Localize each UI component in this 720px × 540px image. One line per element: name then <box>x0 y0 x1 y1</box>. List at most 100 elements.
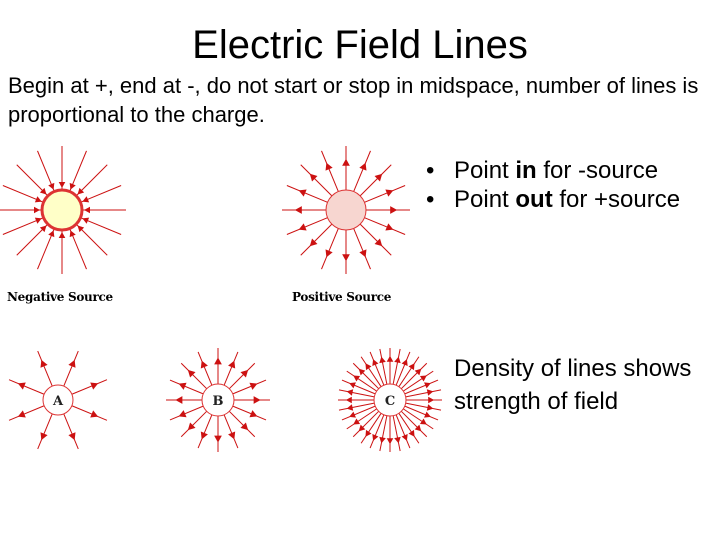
field-arrow-out <box>390 206 398 214</box>
field-arrow-out <box>178 382 187 390</box>
field-line <box>338 402 375 411</box>
bullet-positive: Point out for +source <box>426 185 716 214</box>
field-line <box>197 351 213 386</box>
field-line <box>321 150 339 192</box>
field-arrow-out <box>358 368 366 376</box>
field-arrow-out <box>200 431 208 440</box>
field-arrow-out <box>187 422 196 431</box>
field-arrow-out <box>394 356 401 364</box>
positive-source-diagram <box>282 146 410 274</box>
field-arrow-out <box>385 189 394 197</box>
field-line <box>392 415 401 452</box>
field-arrow-out <box>175 396 183 404</box>
charge-circle <box>201 383 235 417</box>
field-arrow-out <box>386 438 394 445</box>
field-arrow-out <box>424 382 431 389</box>
field-line <box>341 379 376 395</box>
slide-title: Electric Field Lines <box>192 23 528 67</box>
field-arrow-out <box>298 189 307 197</box>
field-arrow-out <box>353 418 361 425</box>
field-arrow-out <box>249 410 258 418</box>
field-arrow-out <box>358 424 366 432</box>
field-line <box>232 379 267 395</box>
charge-label: B <box>213 394 224 409</box>
field-line <box>338 389 375 398</box>
field-arrow-out <box>298 223 307 231</box>
field-arrow-out <box>359 249 367 258</box>
field-arrow-out <box>90 410 99 418</box>
bullet-in-word: in <box>515 157 537 184</box>
field-arrow-out <box>401 434 408 441</box>
field-line <box>321 228 339 270</box>
field-arrow-out <box>345 396 352 404</box>
field-arrow-out <box>374 238 383 247</box>
field-arrow-in <box>82 217 90 224</box>
field-arrow-out <box>408 363 415 371</box>
field-line <box>228 410 256 438</box>
field-arrow-out <box>187 369 196 378</box>
field-line <box>223 414 239 449</box>
field-line <box>8 405 45 421</box>
field-arrow-in <box>84 206 90 214</box>
field-arrow-out <box>294 206 302 214</box>
field-arrow-in <box>58 182 66 188</box>
field-arrow-out <box>426 389 434 396</box>
field-line <box>180 410 208 438</box>
field-arrow-out <box>249 382 258 390</box>
field-arrow-out <box>17 410 26 418</box>
field-line <box>352 410 380 438</box>
field-arrow-out <box>228 360 236 369</box>
charge-circle <box>373 383 407 417</box>
field-line <box>400 410 428 438</box>
field-line <box>37 413 53 450</box>
field-line <box>359 164 392 197</box>
field-arrow-out <box>349 411 356 418</box>
field-arrow-in <box>69 182 76 190</box>
field-arrow-in <box>77 187 85 195</box>
field-arrow-out <box>372 359 379 366</box>
intro-text: Begin at +, end at -, do not start or st… <box>8 73 699 127</box>
field-line <box>398 413 420 444</box>
field-line <box>197 414 213 449</box>
field-line <box>405 389 442 398</box>
field-arrow-out <box>200 360 208 369</box>
field-line <box>395 414 411 449</box>
field-line <box>398 356 420 387</box>
field-arrow-out <box>68 432 76 441</box>
field-arrow-out <box>240 422 249 431</box>
bullet-out-word: out <box>515 186 553 213</box>
field-arrow-out <box>240 369 249 378</box>
field-line <box>364 217 406 235</box>
field-arrow-out <box>419 375 427 382</box>
field-arrow-in <box>34 217 42 224</box>
field-line <box>232 405 267 421</box>
field-arrow-out <box>385 223 394 231</box>
field-line <box>341 405 376 421</box>
negative-source-diagram <box>0 146 126 274</box>
field-arrow-out <box>325 249 333 258</box>
field-arrow-out <box>17 382 26 390</box>
field-arrow-out <box>342 158 350 166</box>
field-line <box>403 370 434 392</box>
field-arrow-in <box>77 225 85 233</box>
field-line <box>180 362 208 390</box>
field-line <box>404 379 439 395</box>
field-line <box>71 405 108 421</box>
field-line <box>286 185 328 203</box>
negative-source-caption: Negative Source <box>7 290 113 304</box>
field-line <box>360 356 382 387</box>
field-arrow-out <box>68 359 76 368</box>
field-line <box>403 408 434 430</box>
field-arrow-out <box>346 389 354 396</box>
field-line <box>353 150 371 192</box>
charge-circle <box>325 189 367 231</box>
field-line <box>359 223 392 256</box>
field-arrow-out <box>419 418 427 425</box>
field-arrow-in <box>34 206 40 214</box>
field-arrow-in <box>48 182 55 190</box>
field-line <box>8 379 45 395</box>
field-line <box>169 379 204 395</box>
field-arrow-out <box>359 162 367 171</box>
field-arrow-out <box>214 357 222 365</box>
